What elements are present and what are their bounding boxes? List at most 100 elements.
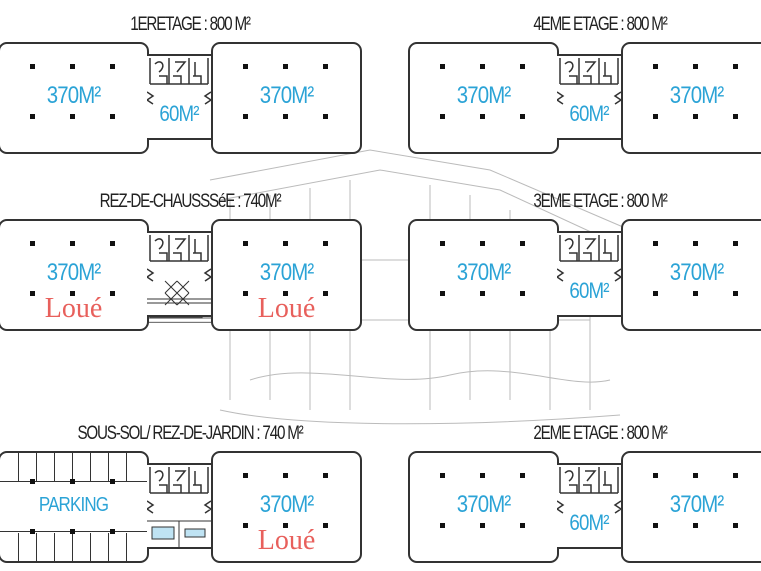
core-plan-drawing (147, 58, 211, 105)
column-dot (440, 64, 445, 69)
column-dot (110, 114, 115, 119)
floor-title: 1ERETAGE : 800 M² (130, 14, 251, 35)
floor-plan: 2EME ETAGE : 800 M² 370M² 370M² 60M² (408, 423, 761, 563)
column-dot (520, 241, 525, 246)
floor-title: 4EME ETAGE : 800 M² (533, 14, 667, 35)
column-dot (283, 523, 288, 528)
column-dot (243, 114, 248, 119)
column-dot (733, 241, 738, 246)
floor-title: 2EME ETAGE : 800 M² (533, 423, 667, 444)
core-area-label: 60M² (569, 278, 609, 303)
parking-space-line (126, 453, 127, 481)
area-label: 370M² (669, 259, 724, 286)
area-label: 370M² (456, 491, 511, 518)
core-area-label: 60M² (159, 101, 199, 126)
left-wing: 370M² (408, 451, 559, 563)
column-dot (30, 479, 35, 484)
column-dot (733, 291, 738, 296)
column-dot (30, 64, 35, 69)
left-wing: 370M² (408, 219, 559, 331)
column-dot (653, 64, 658, 69)
column-dot (440, 523, 445, 528)
column-dot (693, 114, 698, 119)
column-dot (520, 473, 525, 478)
column-dot (70, 64, 75, 69)
column-dot (693, 241, 698, 246)
floor-plan: 3EME ETAGE : 800 M² 370M² 370M² 60M² (408, 191, 761, 331)
parking-space-line (18, 533, 19, 561)
right-wing: 370M² (621, 42, 761, 154)
column-dot (480, 64, 485, 69)
parking-space-line (72, 533, 73, 561)
column-dot (110, 291, 115, 296)
column-dot (70, 241, 75, 246)
parking-label: PARKING (38, 494, 109, 516)
area-label: 370M² (669, 491, 724, 518)
column-dot (693, 473, 698, 478)
parking-space-line (126, 533, 127, 561)
right-wing: 370M² (211, 42, 362, 154)
column-dot (110, 241, 115, 246)
floor-title: SOUS-SOL/ REZ-DE-JARDIN : 740 M² (77, 423, 303, 444)
column-dot (30, 241, 35, 246)
parking-space-line (90, 533, 91, 561)
column-dot (323, 523, 328, 528)
floor-plan: SOUS-SOL/ REZ-DE-JARDIN : 740 M² PARKING 3… (0, 423, 380, 563)
core-stairs-lifts: 60M² (147, 54, 211, 140)
column-dot (283, 64, 288, 69)
column-dot (653, 114, 658, 119)
left-wing: PARKING (0, 451, 149, 563)
column-dot (243, 473, 248, 478)
column-dot (520, 523, 525, 528)
parking-space-line (90, 453, 91, 481)
column-dot (110, 529, 115, 534)
parking-space-line (108, 453, 109, 481)
parking-space-line (54, 533, 55, 561)
right-wing: 370M² (621, 219, 761, 331)
core-plan-drawing (147, 467, 211, 514)
column-dot (480, 291, 485, 296)
floor-plan: 4EME ETAGE : 800 M² 370M² 370M² 60M² (408, 14, 761, 154)
core-area-label: 60M² (569, 510, 609, 535)
column-dot (520, 291, 525, 296)
loue-stamp: Loué (257, 525, 316, 556)
column-dot (440, 473, 445, 478)
floor-title: 3EME ETAGE : 800 M² (533, 191, 667, 212)
column-dot (70, 479, 75, 484)
column-dot (440, 241, 445, 246)
area-label: 370M² (669, 82, 724, 109)
column-dot (653, 473, 658, 478)
core-plan-drawing (557, 467, 621, 514)
column-dot (323, 114, 328, 119)
area-label: 370M² (456, 259, 511, 286)
area-label: 370M² (259, 82, 314, 109)
column-dot (693, 523, 698, 528)
column-dot (323, 473, 328, 478)
right-wing: 370M² (621, 451, 761, 563)
column-dot (653, 291, 658, 296)
column-dot (30, 529, 35, 534)
column-dot (283, 114, 288, 119)
core-stairs-lifts: 60M² (557, 231, 621, 317)
core-stairs-lifts: 60M² (557, 54, 621, 140)
column-dot (440, 291, 445, 296)
area-label: 370M² (456, 82, 511, 109)
column-dot (283, 473, 288, 478)
area-label: 370M² (46, 82, 101, 109)
column-dot (480, 473, 485, 478)
core-plan-drawing (557, 235, 621, 282)
parking-space-line (36, 533, 37, 561)
core-stairs-lifts (147, 231, 211, 317)
parking-space-line (54, 453, 55, 481)
column-dot (733, 523, 738, 528)
column-dot (243, 241, 248, 246)
loue-stamp: Loué (257, 293, 316, 324)
column-dot (693, 64, 698, 69)
parking-space-line (72, 453, 73, 481)
column-dot (480, 523, 485, 528)
column-dot (693, 291, 698, 296)
